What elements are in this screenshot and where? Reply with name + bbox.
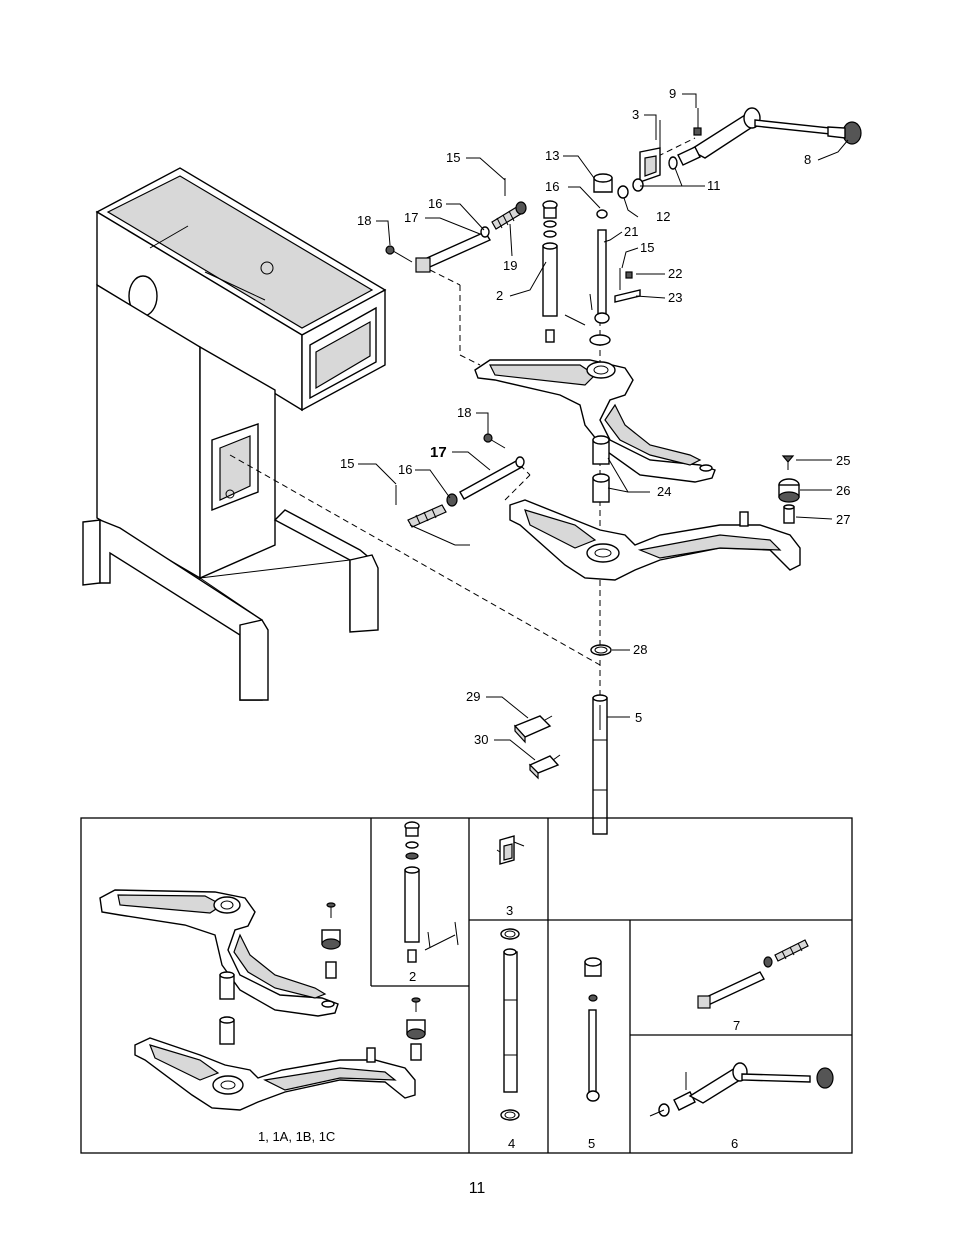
callout-27: 27 xyxy=(836,512,850,527)
inset-1-label: 1, 1A, 1B, 1C xyxy=(258,1129,335,1144)
inset-7-label: 7 xyxy=(733,1018,740,1033)
callout-8: 8 xyxy=(804,152,811,167)
upper-arm xyxy=(474,334,716,483)
callout-17: 17 xyxy=(404,210,418,225)
page-number: 11 xyxy=(468,1180,486,1197)
callout-15: 15 xyxy=(640,240,654,255)
callout-19: 19 xyxy=(503,258,517,273)
callout-16: 16 xyxy=(545,179,559,194)
inset-3-bracket: 3 xyxy=(496,835,525,918)
machine-body xyxy=(82,167,387,701)
callout-15: 15 xyxy=(446,150,460,165)
callout-17: 17 xyxy=(430,444,447,461)
inset-3-label: 3 xyxy=(506,903,513,918)
callout-16: 16 xyxy=(398,462,412,477)
callout-3: 3 xyxy=(632,107,639,122)
leader-lines xyxy=(358,93,849,761)
callout-15: 15 xyxy=(340,456,354,471)
upper-shaft-assembly xyxy=(542,173,641,343)
inset-4-label: 4 xyxy=(508,1136,515,1151)
inset-5-label: 5 xyxy=(588,1136,595,1151)
callout-16: 16 xyxy=(428,196,442,211)
spring-rod-lower xyxy=(395,433,525,546)
inset-6-crank: 6 xyxy=(649,1062,834,1151)
callout-5: 5 xyxy=(635,710,642,725)
callout-30: 30 xyxy=(474,732,488,747)
spring-rod-upper xyxy=(385,178,527,273)
callout-11: 11 xyxy=(707,178,721,193)
callout-25: 25 xyxy=(836,453,850,468)
inset-7-rod: 7 xyxy=(697,939,809,1033)
inset-4-shaft: 4 xyxy=(500,928,520,1151)
callout-22: 22 xyxy=(668,266,682,281)
callout-28: 28 xyxy=(633,642,647,657)
inset-2-label: 2 xyxy=(409,969,416,984)
callout-24: 24 xyxy=(657,484,671,499)
inset-1-arms: 1, 1A, 1B, 1C xyxy=(99,889,426,1144)
lower-arm xyxy=(509,435,801,581)
inset-2-tube: 2 xyxy=(404,821,459,984)
callout-18: 18 xyxy=(457,405,471,420)
callout-23: 23 xyxy=(668,290,682,305)
callout-26: 26 xyxy=(836,483,850,498)
callout-21: 21 xyxy=(624,224,638,239)
callout-labels: 9 3 8 11 12 13 16 21 15 22 23 2 15 16 18… xyxy=(340,86,850,747)
inset-6-label: 6 xyxy=(731,1136,738,1151)
inset-panels xyxy=(80,817,853,1154)
callout-29: 29 xyxy=(466,689,480,704)
main-shaft xyxy=(513,644,612,835)
callout-2: 2 xyxy=(496,288,503,303)
callout-13: 13 xyxy=(545,148,559,163)
crank-handle-assembly xyxy=(617,107,862,199)
callout-9: 9 xyxy=(669,86,676,101)
callout-18: 18 xyxy=(357,213,371,228)
callout-12: 12 xyxy=(656,209,670,224)
inset-5-rod: 5 xyxy=(584,957,602,1151)
